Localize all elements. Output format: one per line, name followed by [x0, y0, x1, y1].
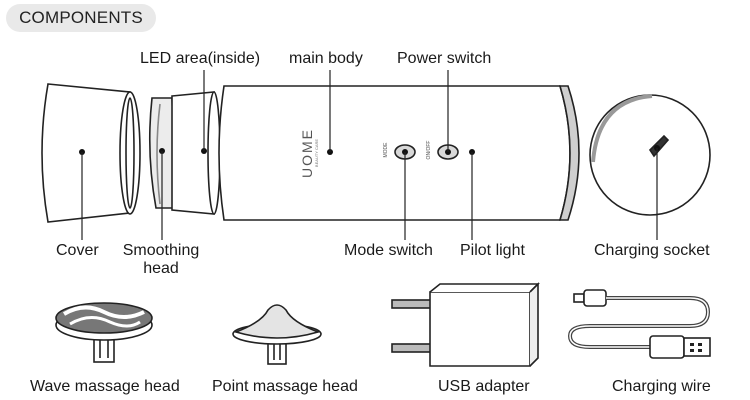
charging-wire-icon [567, 289, 711, 359]
device-onoff-print: ON/OFF [426, 141, 432, 160]
header-badge [6, 4, 156, 32]
label-smoothing-head: Smoothing head [122, 242, 200, 277]
label-charging-socket: Charging socket [594, 242, 710, 259]
label-wave-massage-head: Wave massage head [30, 378, 180, 395]
label-main-body: main body [289, 50, 363, 67]
smoothing-head-icon [148, 91, 221, 215]
charging-socket-icon [589, 94, 711, 216]
label-pilot-light: Pilot light [460, 242, 525, 259]
device-mode-print: MODE [383, 142, 389, 158]
label-point-massage-head: Point massage head [212, 378, 358, 395]
label-mode-switch: Mode switch [344, 242, 433, 259]
usb-adapter-icon [391, 282, 540, 367]
device-tagline: BEAUTY CARE [314, 139, 319, 167]
cover-icon [41, 83, 141, 223]
label-cover: Cover [56, 242, 99, 259]
point-massage-head-icon [232, 304, 322, 365]
label-charging-wire: Charging wire [612, 378, 711, 395]
label-led-area: LED area(inside) [140, 50, 261, 67]
label-usb-adapter: USB adapter [438, 378, 530, 395]
label-power-switch: Power switch [397, 50, 492, 67]
leader-lines [81, 70, 658, 240]
wave-massage-head-icon [55, 302, 153, 363]
header-title: COMPONENTS [19, 8, 143, 27]
main-body-icon [218, 85, 580, 221]
device-brand: UOME [299, 128, 315, 178]
